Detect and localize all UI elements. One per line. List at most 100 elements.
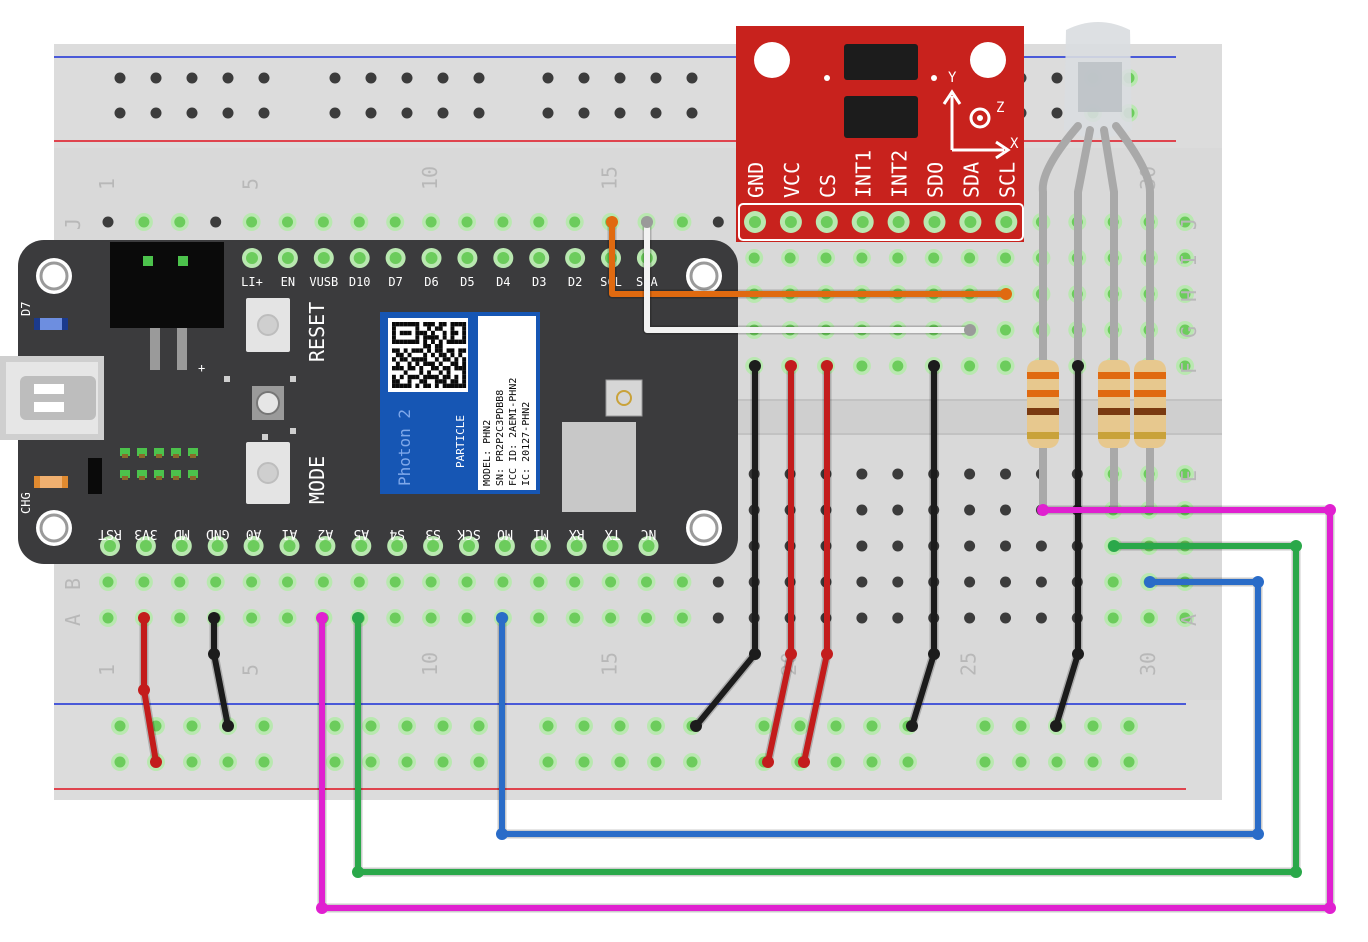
photon-top-pin [246,252,258,264]
breadboard-hole [1000,612,1011,624]
chg-label: CHG [19,492,33,514]
breadboard-hole [138,576,150,588]
photon-top-pin-label: D7 [388,275,402,289]
photon-bottom-pin [104,540,116,552]
breadboard-hole [866,720,878,732]
breadboard-hole [282,612,293,624]
wire-end [606,216,618,228]
accel-pin-label: SCL [995,162,1019,198]
breadboard-hole [830,720,842,732]
wire-end [150,756,162,768]
breadboard-hole [329,720,341,732]
breadboard-hole [892,504,904,516]
breadboard-hole [650,720,662,732]
accel-pin-label: INT2 [888,150,912,198]
breadboard-hole [964,504,976,516]
column-number-top: 15 [598,166,622,190]
breadboard-hole [1143,612,1155,624]
breadboard-hole [1000,468,1011,480]
breadboard-hole [533,576,545,588]
breadboard-hole [1179,324,1191,336]
breadboard-hole [425,216,437,228]
wire-end [1252,576,1264,588]
breadboard-hole [425,612,437,624]
breadboard-hole [614,756,626,768]
breadboard-hole [1087,720,1099,732]
column-number-bottom: 15 [598,652,622,676]
breadboard-hole [210,216,222,228]
breadboard-hole [892,468,904,480]
wire-end [208,612,220,624]
breadboard-hole [578,72,590,84]
breadboard-hole [1000,360,1011,372]
rgb-led [1038,22,1154,374]
breadboard-hole [1179,360,1191,372]
breadboard-hole [329,756,341,768]
wire-end [641,216,653,228]
photon2-module: Photon 2 PARTICLE MODEL: PHN2 SN: PR2P2C… [380,312,540,494]
breadboard-hole [186,720,198,732]
breadboard-hole [964,360,976,372]
breadboard-hole [1179,612,1191,624]
breadboard-hole [1000,540,1011,552]
breadboard-hole [712,576,724,588]
breadboard-hole [473,720,485,732]
accel-pin [928,216,941,228]
breadboard-hole [102,216,114,228]
photon-bottom-pin-label: A5 [353,526,369,541]
wire-end [1050,720,1062,732]
wire-end [1072,648,1084,660]
wire-end [798,756,810,768]
wire-end [1000,288,1012,300]
photon-bottom-pin-label: MD [174,526,190,541]
breadboard-hole [856,360,868,372]
photon-top-pin [425,252,438,264]
breadboard-hole [1051,756,1063,768]
breadboard-hole [1035,612,1047,624]
row-letter-left: A [61,614,85,626]
photon-bottom-pin-label: RX [569,526,585,541]
breadboard-hole [365,720,377,732]
resistor [1134,360,1166,448]
breadboard-hole [150,107,162,119]
breadboard-hole [794,720,806,732]
breadboard-hole [473,756,485,768]
wire-end [208,648,220,660]
breadboard-hole [329,72,341,84]
wire-end [1037,504,1049,516]
breadboard-hole [401,107,413,119]
breadboard-hole [210,576,222,588]
row-letter-left: J [61,218,85,230]
wire-end [785,648,797,660]
mode-button[interactable] [246,442,290,504]
photon-bottom-pin-label: S3 [425,526,441,541]
breadboard-hole [1000,576,1011,588]
breadboard-hole [605,576,617,588]
breadboard-hole [1035,576,1047,588]
breadboard-hole [1015,720,1027,732]
breadboard-hole [533,612,545,624]
wire-end [928,360,940,372]
photon-top-pin-label: D3 [532,275,546,289]
breadboard-hole [1179,252,1191,264]
wire-end [138,684,150,696]
breadboard-hole [461,612,473,624]
breadboard-hole [186,107,198,119]
column-number-top: 5 [239,178,263,190]
photon-top-pin [569,252,582,264]
accel-pin-label: VCC [780,162,804,198]
breadboard-hole [258,72,270,84]
photon-top-pin [389,252,402,264]
breadboard-hole [365,756,377,768]
breadboard-hole [542,756,554,768]
breadboard-hole [1000,252,1011,264]
axis-indicator [942,89,1011,160]
breadboard-hole [437,720,449,732]
photon-bottom-pin [463,540,475,552]
breadboard-hole [114,756,126,768]
photon-top-pin-label: D4 [496,275,510,289]
row-letter-right: E [1177,470,1201,482]
reset-button[interactable] [246,298,290,352]
